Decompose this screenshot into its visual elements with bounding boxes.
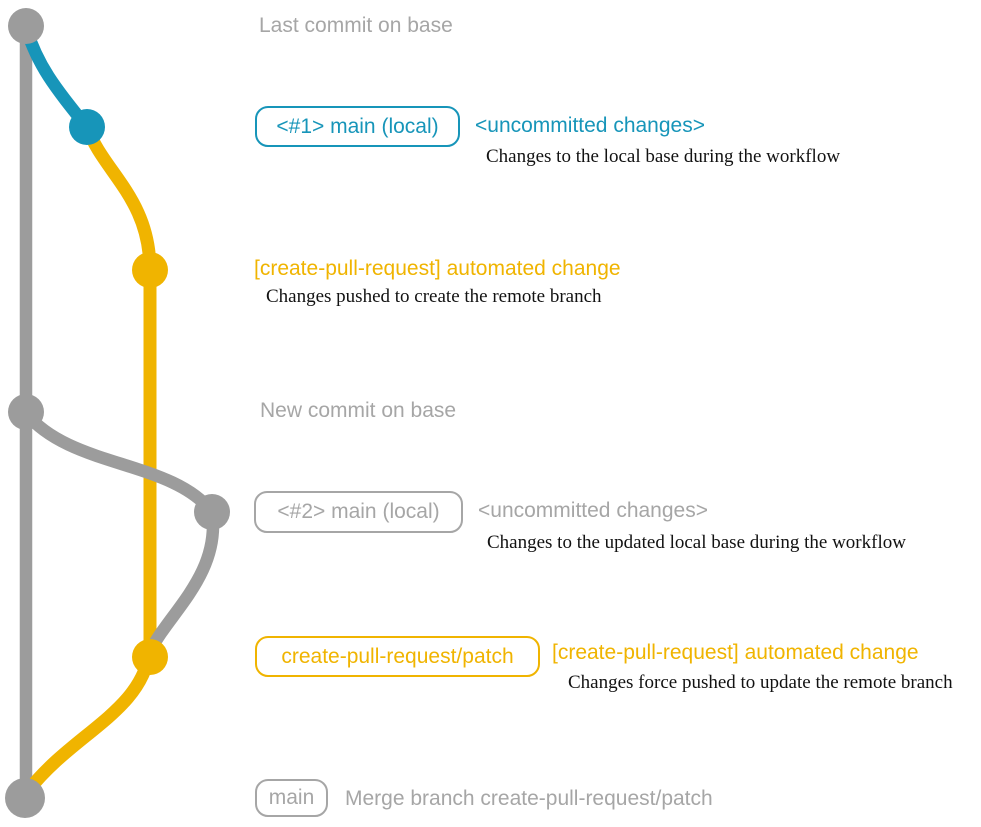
automated-change-title-2: [create-pull-request] automated change	[552, 641, 919, 664]
branch-badge-main-local-2-label: <#2> main (local)	[277, 500, 440, 523]
branch-badge-main-label: main	[268, 786, 315, 809]
commit-automated-change-1-node	[132, 252, 168, 288]
new-commit-label: New commit on base	[260, 399, 457, 422]
uncommitted-changes-title-1: <uncommitted changes>	[475, 114, 705, 137]
uncommitted-changes-title-2: <uncommitted changes>	[478, 499, 708, 522]
branch-badge-patch: create-pull-request/patch	[255, 636, 540, 677]
commit-last-base-node	[8, 8, 44, 44]
commit-merge-node	[5, 778, 45, 818]
automated-change-title-1: [create-pull-request] automated change	[254, 257, 621, 280]
branch-badge-main-local-2: <#2> main (local)	[254, 491, 463, 533]
branch-badge-main-local-1: <#1> main (local)	[255, 106, 460, 147]
branch-badge-main: main	[255, 779, 328, 817]
patch-branch-line	[80, 120, 157, 662]
merge-commit-label: Merge branch create-pull-request/patch	[345, 787, 713, 810]
uncommitted-changes-desc-2: Changes to the updated local base during…	[487, 532, 906, 553]
patch-merge-line	[21, 643, 157, 798]
branch-badge-patch-label: create-pull-request/patch	[281, 644, 514, 668]
automated-change-desc-1: Changes pushed to create the remote bran…	[266, 286, 602, 307]
automated-change-desc-2: Changes force pushed to update the remot…	[568, 672, 953, 693]
commit-local-main-1-node	[69, 109, 105, 145]
commit-automated-change-2-node	[132, 639, 168, 675]
commit-new-base-node	[8, 394, 44, 430]
commit-local-main-2-node	[194, 494, 230, 530]
last-commit-label: Last commit on base	[259, 14, 453, 37]
uncommitted-changes-desc-1: Changes to the local base during the wor…	[486, 146, 841, 167]
local-change-branch-line	[19, 21, 93, 133]
branch-badge-main-local-1-label: <#1> main (local)	[276, 114, 439, 138]
rebased-local-branch-line	[19, 406, 220, 657]
